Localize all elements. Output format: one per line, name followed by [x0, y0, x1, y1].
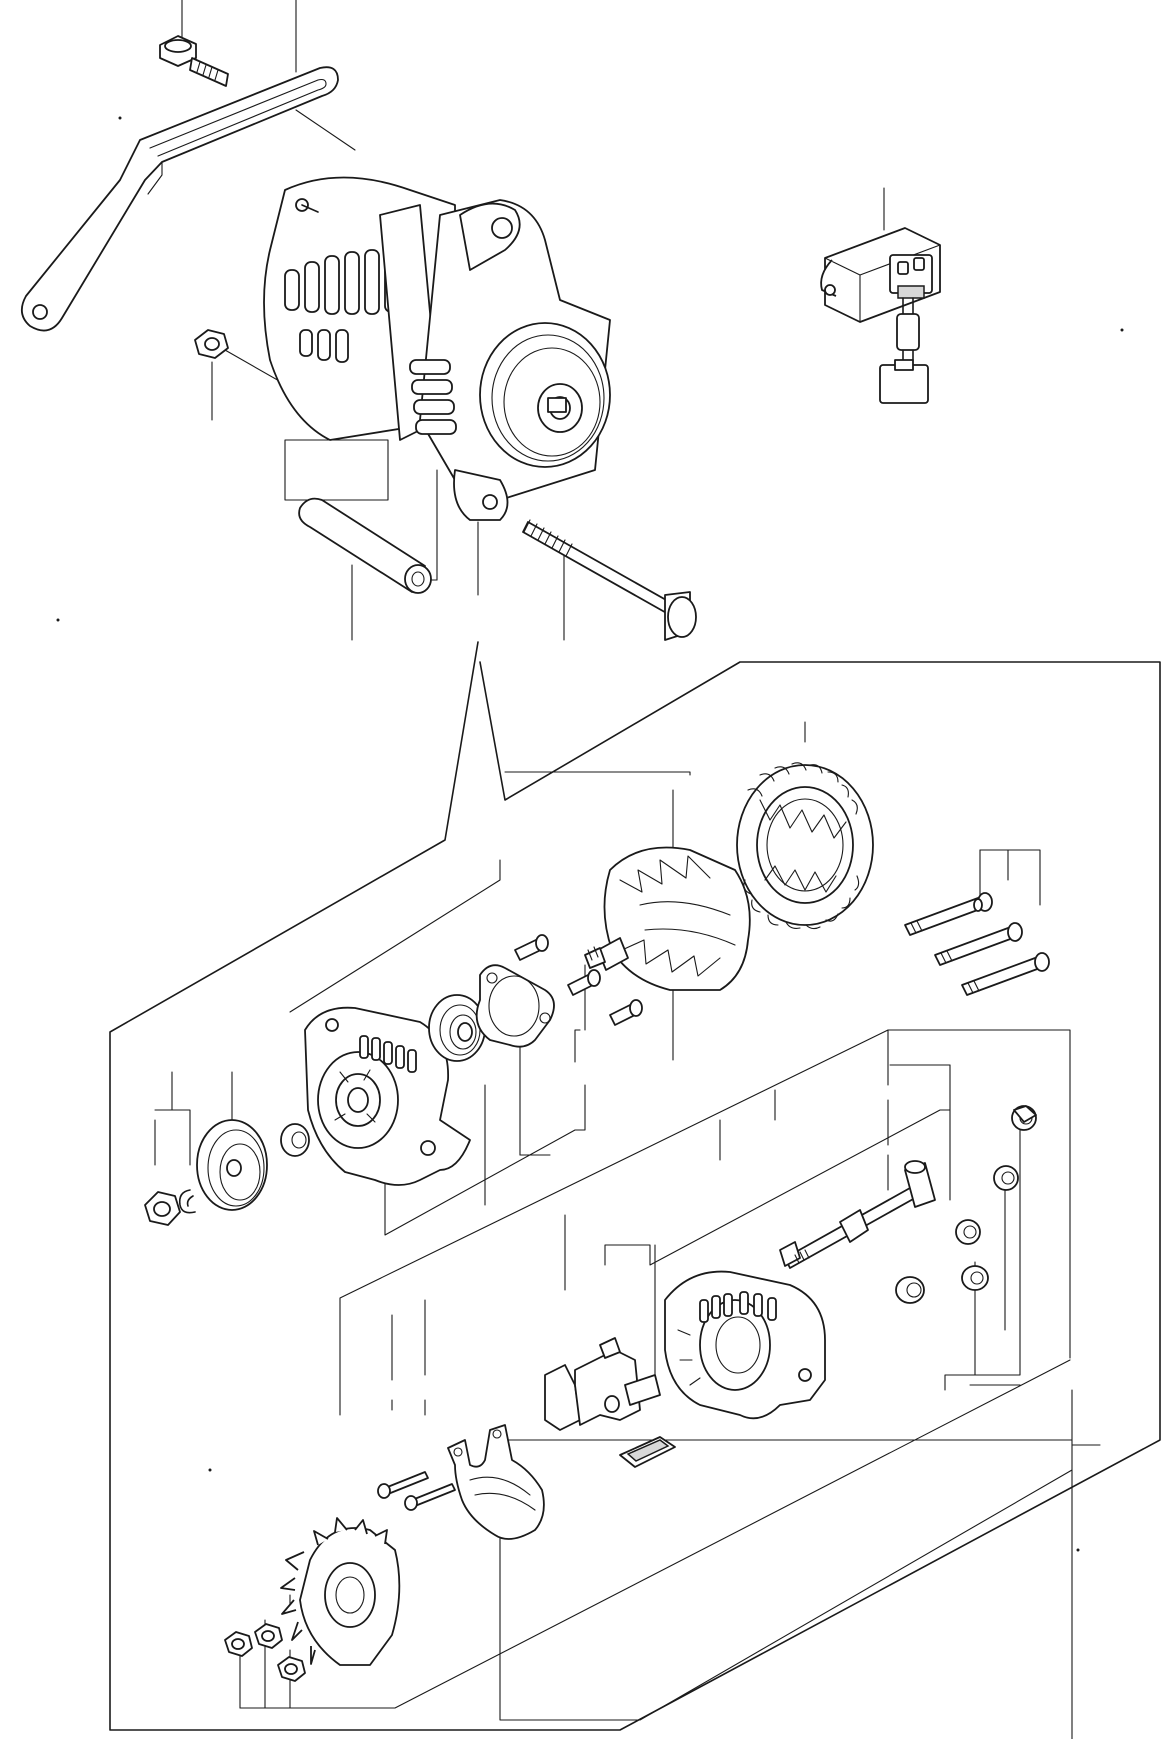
pulley-nut: [144, 1191, 181, 1226]
stator: [736, 762, 874, 930]
spacer-sleeve: [298, 497, 432, 594]
pulley: [196, 1119, 268, 1211]
regulator-unit: [820, 227, 941, 404]
collar: [280, 1123, 310, 1157]
housing-bolts: [904, 892, 1050, 996]
rectifier-nuts: [224, 1623, 306, 1682]
alternator-assembly: [263, 176, 611, 521]
lead-insulator: [447, 1424, 545, 1540]
rectifier-screws: [377, 1471, 456, 1511]
retainer-screws: [514, 934, 643, 1026]
through-bolt: [522, 519, 697, 641]
rotor: [584, 846, 751, 991]
mounting-bolt: [159, 35, 229, 87]
adjusting-bracket: [20, 66, 339, 332]
scan-dots: [56, 116, 1124, 1552]
rear-housing: [664, 1270, 826, 1420]
nut: [194, 329, 229, 359]
terminal-bolt: [779, 1160, 936, 1269]
front-bearing: [428, 994, 486, 1062]
bearing-retainer-plate: [475, 964, 555, 1048]
leader-lines-exploded: [154, 721, 1101, 1739]
brush-holder: [544, 1337, 661, 1431]
brush-cover: [619, 1436, 676, 1468]
exploded-view-frame: [109, 641, 1161, 1731]
terminal-insulators: [895, 1105, 1037, 1304]
lock-washer: [178, 1189, 196, 1214]
rectifier: [280, 1517, 401, 1666]
front-housing: [304, 1006, 471, 1186]
